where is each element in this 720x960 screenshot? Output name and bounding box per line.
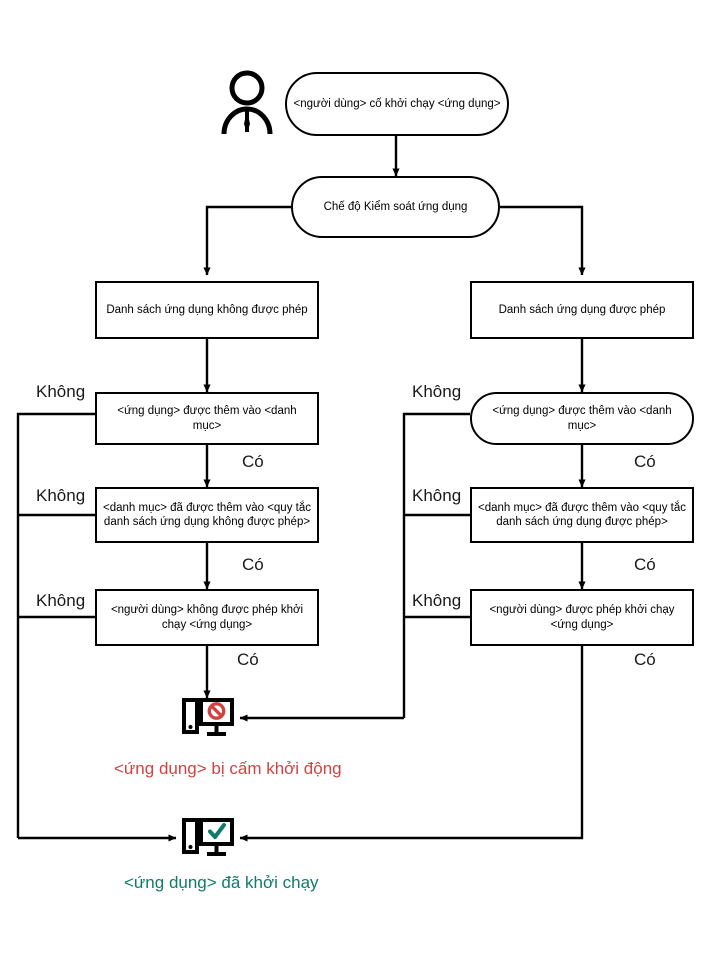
edge-label-left-yes-1: Có — [242, 452, 264, 471]
node-right-category-in-rule[interactable]: <danh mục> đã được thêm vào <quy tắc dan… — [470, 487, 694, 543]
edge-mode-to-allowlist — [500, 205, 586, 276]
computer-blocked-icon — [182, 698, 234, 736]
node-app-control-mode[interactable]: Chế độ Kiểm soát ứng dụng — [291, 176, 500, 238]
node-left-app-in-category[interactable]: <ứng dụng> được thêm vào <danh mục> — [95, 392, 319, 445]
node-right-app-in-category-label: <ứng dụng> được thêm vào <danh mục> — [492, 405, 672, 432]
outcome-denied-label: <ứng dụng> bị cấm khởi động — [114, 759, 342, 778]
node-denylist[interactable]: Danh sách ứng dụng không được phép — [95, 281, 319, 339]
node-left-app-in-category-label: <ứng dụng> được thêm vào <danh mục> — [117, 405, 297, 432]
node-allowlist-label: Danh sách ứng dụng được phép — [498, 303, 666, 316]
edge-right-q3-yes — [239, 646, 584, 842]
edge-mode-to-denylist — [203, 205, 291, 276]
edge-label-right-no-2: Không — [412, 486, 462, 505]
edge-label-left-no-1: Không — [36, 382, 86, 401]
node-left-user-not-allowed-label: <người dùng> không được phép khởi chạy <… — [110, 604, 304, 631]
node-right-user-allowed[interactable]: <người dùng> được phép khởi chạy <ứng dụ… — [470, 589, 694, 646]
node-start-label: <người dùng> cố khởi chạy <ứng dụng> — [293, 97, 501, 110]
computer-allowed-icon — [182, 818, 234, 856]
node-right-category-in-rule-label: <danh mục> đã được thêm vào <quy tắc dan… — [478, 501, 686, 528]
edge-label-right-yes-2: Có — [634, 555, 656, 574]
node-start[interactable]: <người dùng> cố khởi chạy <ứng dụng> — [285, 72, 509, 136]
edge-label-left-no-2: Không — [36, 486, 86, 505]
edge-label-right-yes-3: Có — [634, 650, 656, 669]
node-left-user-not-allowed[interactable]: <người dùng> không được phép khởi chạy <… — [95, 589, 319, 646]
node-left-category-in-rule[interactable]: <danh mục> đã được thêm vào <quy tắc dan… — [95, 487, 319, 543]
edge-right-q1-no — [402, 412, 470, 718]
node-allowlist[interactable]: Danh sách ứng dụng được phép — [470, 281, 694, 339]
edge-label-right-no-1: Không — [412, 382, 462, 401]
edge-label-right-yes-1: Có — [634, 452, 656, 471]
node-right-app-in-category[interactable]: <ứng dụng> được thêm vào <danh mục> — [470, 392, 694, 445]
node-denylist-label: Danh sách ứng dụng không được phép — [106, 303, 308, 316]
edge-label-right-no-3: Không — [412, 591, 462, 610]
node-right-user-allowed-label: <người dùng> được phép khởi chạy <ứng dụ… — [489, 604, 675, 631]
edge-label-left-yes-2: Có — [242, 555, 264, 574]
edge-left-q1-no — [16, 412, 95, 838]
edge-label-left-yes-3: Có — [237, 650, 259, 669]
node-left-category-in-rule-label: <danh mục> đã được thêm vào <quy tắc dan… — [103, 501, 311, 528]
node-app-control-mode-label: Chế độ Kiểm soát ứng dụng — [323, 200, 468, 213]
edge-label-left-no-3: Không — [36, 591, 86, 610]
user-actor-icon — [221, 70, 273, 135]
outcome-allowed-label: <ứng dụng> đã khởi chạy — [124, 873, 319, 892]
